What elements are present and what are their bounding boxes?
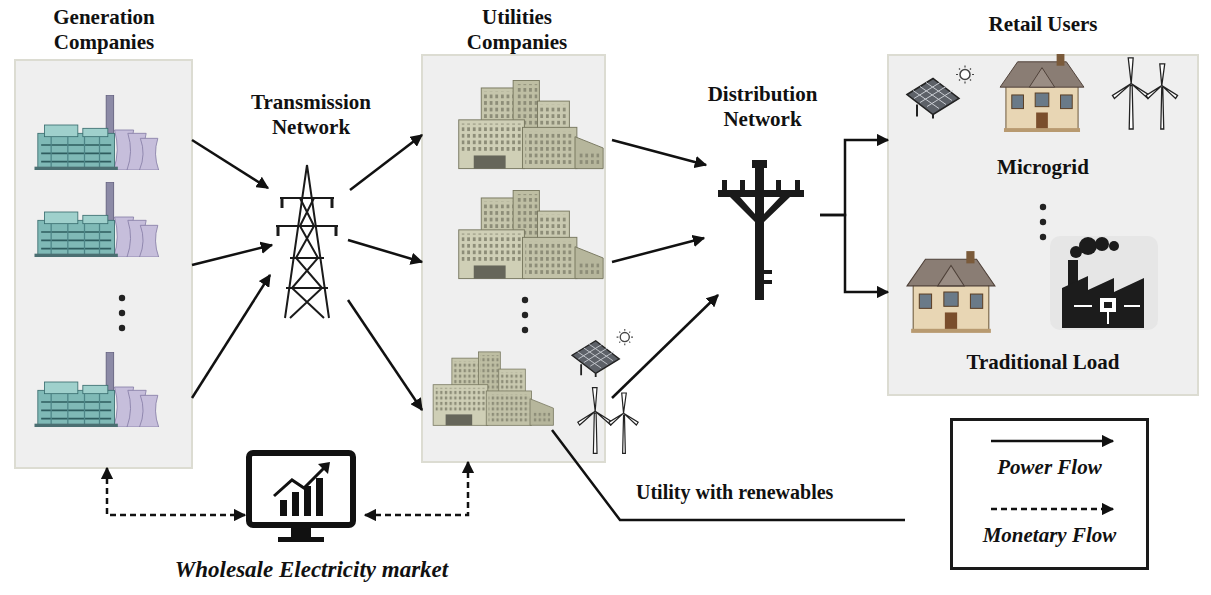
utilities-panel: Utilities Companies xyxy=(422,5,612,462)
legend-line-sample xyxy=(953,429,1146,453)
utility-building-icons xyxy=(459,80,603,168)
leader-line xyxy=(552,430,905,520)
generation-panel: Generation Companies xyxy=(15,5,192,468)
retail-user-icons xyxy=(907,66,974,119)
retail-user-icons xyxy=(1050,236,1158,330)
utility-building-icons xyxy=(433,352,553,425)
distribution-pole-icon xyxy=(718,160,804,300)
transmission-tower-icon xyxy=(285,165,329,318)
ellipsis-dots xyxy=(522,297,528,303)
panel-backgrounds xyxy=(15,60,192,468)
node-heading: Distribution Network xyxy=(690,82,835,132)
power-flow-arrow xyxy=(192,245,272,265)
power-flow-arrow xyxy=(820,215,888,292)
legend-line-sample xyxy=(991,440,1113,443)
legend-box: Power FlowMonetary Flow xyxy=(950,418,1149,570)
utility-building-icons xyxy=(578,388,638,454)
power-flow-arrow xyxy=(612,238,704,262)
power-flow-arrow xyxy=(612,295,718,398)
utility-building-icons xyxy=(433,80,638,453)
ellipsis-dots xyxy=(522,312,528,318)
node-heading: Generation Companies xyxy=(29,5,179,55)
power-plant-icons xyxy=(35,95,159,427)
monitor-icon xyxy=(274,466,326,496)
legend-text: Power Flow xyxy=(953,455,1146,480)
ellipsis-dots xyxy=(1040,204,1046,210)
power-flow-arrow xyxy=(820,140,888,215)
power-flow-arrow xyxy=(348,240,422,262)
node-heading: Retail Users xyxy=(888,12,1198,37)
monitor-icon xyxy=(292,492,299,516)
distribution-pole-icon xyxy=(718,190,804,197)
transmission-tower-icon xyxy=(276,165,338,318)
node-caption: Microgrid xyxy=(888,155,1198,180)
node-caption: Traditional Load xyxy=(888,350,1198,375)
monitor-icon xyxy=(249,453,353,525)
transmission-tower-icon xyxy=(278,198,336,236)
monitor-icon xyxy=(249,453,353,542)
transmission-tower-icon xyxy=(290,198,324,318)
monitor-icon xyxy=(291,528,311,537)
monitor-icon xyxy=(318,462,330,474)
distribution-pole-icon xyxy=(776,180,781,190)
distribution-pole-icon xyxy=(752,160,767,168)
ellipsis-dots xyxy=(119,310,125,316)
power-flow-arrow xyxy=(192,275,270,398)
monetary-flow-arrow xyxy=(107,468,245,515)
monitor-icon xyxy=(304,486,311,516)
utility-building-icons xyxy=(572,329,633,377)
retail-user-icons xyxy=(1000,54,1084,132)
monitor-icon xyxy=(280,500,287,516)
monetary-flow-arrow xyxy=(365,462,468,515)
distribution-pole-icon xyxy=(764,280,772,284)
transmission-node: Transmission Network xyxy=(236,90,386,320)
power-flow-arrow xyxy=(348,300,422,410)
legend-line-sample xyxy=(991,508,1113,511)
power-flow-arrow xyxy=(192,140,268,188)
ellipsis-dots xyxy=(522,327,528,333)
callout-label: Utility with renewables xyxy=(636,481,833,504)
ellipsis-dots xyxy=(1040,234,1046,240)
node-heading: Wholesale Electricity market xyxy=(138,556,485,584)
distribution-pole-icon xyxy=(722,180,727,190)
monitor-icon xyxy=(316,478,323,516)
retail-user-icons xyxy=(1112,58,1177,129)
panel-backgrounds xyxy=(888,55,1198,395)
wholesale-market-node: Wholesale Electricity market xyxy=(138,448,485,588)
power-plant-icons xyxy=(35,95,159,170)
ellipsis-dots xyxy=(1040,219,1046,225)
retail-user-icons xyxy=(907,251,995,333)
power-flow-arrow xyxy=(350,135,422,190)
ellipsis-dots xyxy=(119,325,125,331)
distribution-node: Distribution Network xyxy=(690,82,835,302)
distribution-pole-icon xyxy=(755,168,764,300)
distribution-pole-icon xyxy=(764,270,772,274)
distribution-pole-icon xyxy=(795,180,800,190)
power-flow-arrow xyxy=(612,140,706,165)
distribution-pole-icon xyxy=(740,180,745,190)
panel-backgrounds xyxy=(422,55,605,462)
legend-line-sample xyxy=(953,497,1146,521)
power-plant-icons xyxy=(35,182,159,257)
node-heading: Transmission Network xyxy=(236,90,386,140)
distribution-pole-icon xyxy=(730,197,790,222)
retail-user-icons xyxy=(907,54,1178,333)
power-plant-icons xyxy=(35,352,159,427)
panel-backgrounds xyxy=(15,55,1198,468)
ellipsis-dots xyxy=(119,295,125,301)
legend-text: Monetary Flow xyxy=(953,523,1146,548)
retail-panel: Retail UsersMicrogridTraditional Load xyxy=(888,12,1198,395)
monitor-icon xyxy=(278,537,324,542)
utility-building-icons xyxy=(459,190,603,278)
node-heading: Utilities Companies xyxy=(442,5,592,55)
